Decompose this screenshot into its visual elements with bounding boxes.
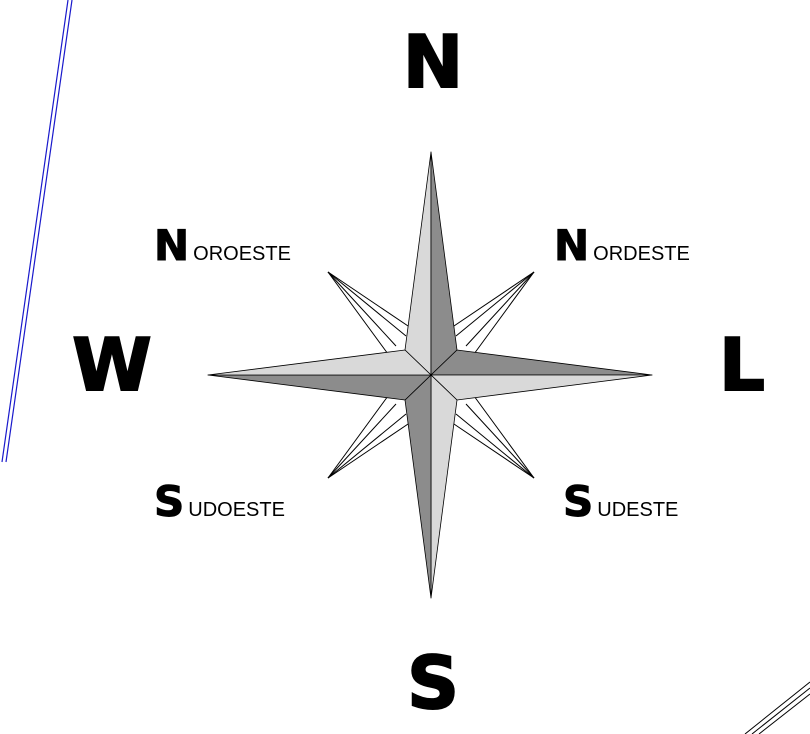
east-arm-lower-face <box>431 375 652 400</box>
label-south: S <box>407 641 459 725</box>
label-southeast-rest: UDESTE <box>597 499 678 521</box>
north-arm-right-face <box>431 152 457 375</box>
west-arm-lower-face <box>208 375 431 400</box>
label-northeast-initial: N <box>554 221 589 270</box>
frame-line-corner-c <box>759 694 810 734</box>
label-southwest-initial: S <box>154 477 184 526</box>
label-northwest-rest: OROESTE <box>193 243 291 265</box>
main-star <box>208 152 652 598</box>
northwest-point <box>328 272 414 354</box>
label-northeast-rest: ORDESTE <box>593 243 690 265</box>
label-west: W <box>72 323 151 407</box>
label-east: L <box>719 323 765 407</box>
label-southeast-initial: S <box>563 477 593 526</box>
southwest-point <box>328 396 414 478</box>
east-arm-upper-face <box>431 350 652 375</box>
frame-line-left-b <box>6 0 72 462</box>
west-arm-upper-face <box>208 350 431 375</box>
frame-line-corner-a <box>745 682 810 734</box>
southeast-point <box>448 396 534 478</box>
south-arm-left-face <box>405 375 431 598</box>
label-north: N <box>403 20 463 104</box>
label-northwest-initial: N <box>154 221 189 270</box>
frame-line-corner-b <box>752 688 810 734</box>
south-arm-right-face <box>431 375 457 598</box>
label-southwest-rest: UDOESTE <box>188 499 285 521</box>
frame-line-left-a <box>2 0 68 462</box>
northeast-point <box>448 272 534 354</box>
north-arm-left-face <box>405 152 431 375</box>
